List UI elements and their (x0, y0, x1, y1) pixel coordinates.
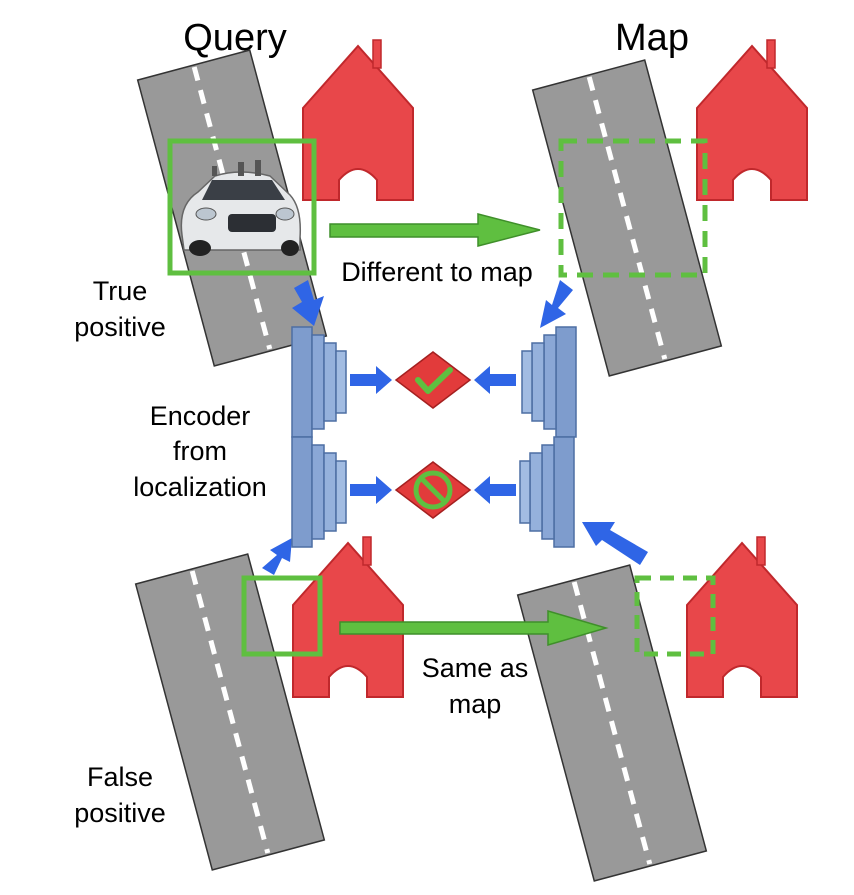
match-decision (394, 351, 472, 409)
encoder-map-top (521, 326, 577, 438)
true-positive-label-line1: True (93, 276, 148, 306)
encoder-map-bottom (519, 436, 575, 548)
blue-arrow-map-to-nomatch (474, 476, 516, 504)
map-highlight-box-top (558, 138, 708, 278)
same-as-map-label-line1: Same as (422, 653, 529, 683)
encoder-label-line2: from (173, 436, 227, 466)
false-positive-label-line2: positive (74, 798, 166, 828)
encoder-label-line3: localization (133, 472, 267, 502)
same-as-map-label-line2: map (449, 689, 502, 719)
query-highlight-box-top (167, 138, 317, 276)
different-to-map-label: Different to map (341, 257, 533, 287)
blue-arrow-query-to-encoder-top (292, 280, 324, 326)
blue-arrow-map-to-encoder-bottom (582, 522, 648, 565)
query-road-bottom (134, 553, 326, 871)
house-map-top (696, 39, 808, 201)
house-map-bottom (686, 536, 798, 698)
house-query-top (302, 39, 414, 201)
query-highlight-box-bottom (241, 575, 323, 657)
query-title: Query (183, 17, 286, 59)
encoder-label-line1: Encoder (150, 401, 251, 431)
prohibited-icon (413, 470, 453, 510)
true-positive-label-line2: positive (74, 312, 166, 342)
encoder-query-top (291, 326, 347, 438)
blue-arrow-map-to-match (474, 366, 516, 394)
encoder-query-bottom (291, 436, 347, 548)
blue-arrow-query-to-encoder-bottom (262, 538, 292, 575)
car-image (180, 160, 302, 256)
blue-arrow-encoder-to-match (350, 366, 392, 394)
blue-arrow-encoder-to-nomatch (350, 476, 392, 504)
checkmark-icon (415, 367, 453, 394)
map-title: Map (615, 17, 689, 59)
green-arrow-bottom (339, 609, 609, 647)
blue-arrow-map-to-encoder-top (540, 280, 573, 328)
map-highlight-box-bottom (634, 575, 716, 657)
false-positive-label-line1: False (87, 762, 153, 792)
map-road-top (531, 59, 723, 377)
map-road-bottom (516, 564, 708, 882)
nomatch-decision (394, 461, 472, 519)
house-query-bottom (292, 536, 404, 698)
green-arrow-top (329, 213, 541, 247)
